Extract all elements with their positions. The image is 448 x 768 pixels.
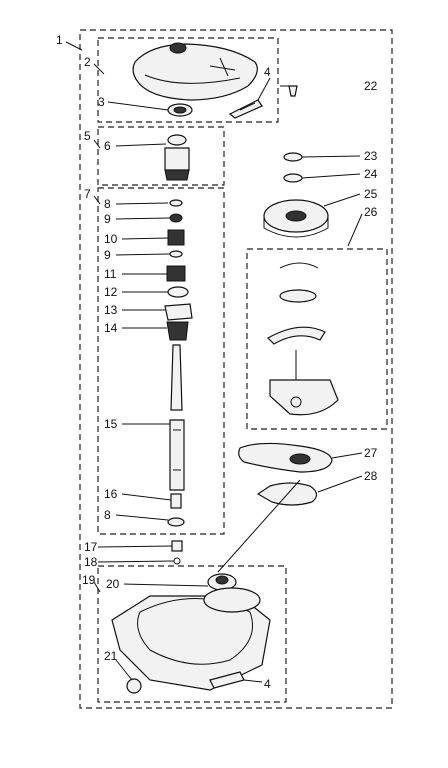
cam-hole — [289, 453, 311, 465]
shaft-group-box — [97, 187, 225, 535]
label-16: 16 — [104, 487, 118, 501]
label-8-top: 8 — [104, 197, 111, 211]
label-11: 11 — [104, 267, 117, 281]
cover-group-box — [97, 37, 279, 123]
bearing — [167, 103, 193, 117]
gearcase-cover — [132, 42, 258, 101]
label-6: 6 — [104, 139, 111, 153]
label-25: 25 — [364, 187, 378, 201]
label-9-bottom: 9 — [104, 248, 111, 262]
label-10: 10 — [104, 232, 118, 246]
label-15: 15 — [104, 417, 118, 431]
label-12: 12 — [104, 285, 118, 299]
cam-bar — [238, 442, 333, 473]
label-24: 24 — [364, 167, 378, 181]
label-26: 26 — [364, 205, 378, 219]
label-2: 2 — [84, 55, 91, 69]
label-9-top: 9 — [104, 212, 111, 226]
label-21: 21 — [104, 649, 118, 663]
label-20: 20 — [106, 577, 120, 591]
label-7: 7 — [84, 187, 91, 201]
label-22: 22 — [364, 79, 378, 93]
label-13: 13 — [104, 303, 118, 317]
gearcase-base — [111, 573, 271, 694]
label-23: 23 — [364, 149, 378, 163]
clutch-parts — [267, 262, 339, 416]
label-1: 1 — [56, 33, 63, 47]
label-18: 18 — [84, 555, 98, 569]
label-8-bottom: 8 — [104, 508, 111, 522]
bearing-group-box — [97, 126, 225, 186]
label-4-bottom: 4 — [264, 677, 271, 691]
label-5: 5 — [84, 129, 91, 143]
leader-lines — [65, 41, 363, 683]
label-19: 19 — [82, 573, 96, 587]
clutch-group-box — [246, 248, 388, 430]
label-14: 14 — [104, 321, 118, 335]
label-3: 3 — [98, 95, 105, 109]
shaft-parts — [164, 199, 193, 565]
assembly-outline — [79, 29, 393, 709]
small-screw — [288, 85, 298, 97]
base-group-box — [97, 565, 287, 703]
screw — [228, 99, 263, 119]
gear-stack — [263, 152, 329, 238]
label-17: 17 — [84, 540, 98, 554]
seal-bearing — [164, 134, 190, 181]
label-28: 28 — [364, 469, 378, 483]
label-27: 27 — [364, 446, 378, 460]
label-4-top: 4 — [264, 65, 271, 79]
